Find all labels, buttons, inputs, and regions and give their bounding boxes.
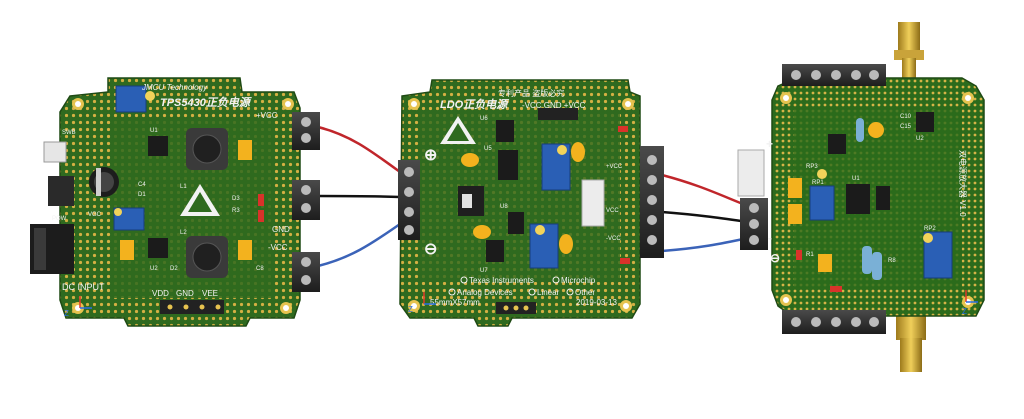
right-rp3: RP3: [806, 164, 818, 170]
mid-u5: U5: [484, 146, 492, 152]
right-u1: U1: [852, 176, 860, 182]
mid-vcc-gnd: VCC: [606, 208, 619, 214]
right-rp1: RP1: [812, 180, 824, 186]
right-rp2: RP2: [924, 226, 936, 232]
right-r1: R1: [806, 252, 814, 258]
wire-left-blue: [317, 222, 401, 268]
left-d3: D3: [232, 196, 240, 202]
left-swb: SWB: [62, 130, 76, 136]
mid-minus-vcc: -VCC: [606, 236, 621, 242]
mid-subtitle: 专利产品 盗版必究: [498, 88, 564, 98]
left-c8: C8: [256, 266, 264, 272]
right-minus-sign: -: [768, 231, 772, 245]
left-d1: D1: [138, 192, 146, 198]
wire-left-black: [317, 194, 401, 199]
right-axis-z: Z: [962, 307, 967, 316]
left-d2: D2: [170, 266, 178, 272]
left-l1: L1: [180, 184, 187, 190]
wires: [317, 125, 749, 268]
left-minus-vcc: -VCC: [268, 243, 288, 252]
mid-vendor-other: Other: [575, 288, 595, 297]
left-pow: POW: [52, 216, 67, 222]
mid-vendor-ti: Texas Instruments: [469, 276, 534, 285]
left-vdd: VDD: [152, 289, 169, 298]
right-u2: U2: [916, 136, 924, 142]
mid-title: LDO正负电源: [440, 98, 509, 111]
mid-u7: U7: [480, 268, 488, 274]
mid-date: 2019-03-13: [576, 298, 617, 307]
right-plus-sign: +: [766, 137, 773, 151]
right-c15: C15: [900, 124, 912, 130]
right-board: 双电源放大器 V1.0 + - ⊖ U1 U2 R1 R8 C10 C15 RP…: [737, 22, 985, 372]
right-ground-sign: ⊖: [770, 251, 780, 265]
left-l2: L2: [180, 230, 187, 236]
mid-vendor-mc: Microchip: [561, 276, 596, 285]
left-r3: R3: [232, 208, 240, 214]
mid-plus-vcc: +VCC: [606, 164, 623, 170]
right-r8: R8: [888, 258, 896, 264]
middle-board: LDO正负电源 专利产品 盗版必究 -VCC GND +VCC ⊕ ⊖ +VCC…: [398, 79, 664, 327]
left-plus-vcc: +VCC: [256, 111, 278, 120]
right-side-text: 双电源放大器 V1.0: [958, 150, 968, 217]
left-vgc: VGC: [88, 212, 102, 218]
wire-left-red: [317, 125, 401, 174]
left-gnd2: GND: [176, 289, 194, 298]
right-c10: C10: [900, 114, 912, 120]
left-gnd: GND: [272, 225, 290, 234]
left-brand: JMCU Technology: [141, 83, 208, 92]
wire-right-red: [661, 173, 749, 208]
left-u2: U2: [150, 266, 158, 272]
mid-axis-z: Z: [408, 305, 413, 314]
mid-size: 55mmX57mm: [430, 298, 480, 307]
mid-vendor-lin: Linear: [537, 288, 560, 297]
left-u1: U1: [150, 128, 158, 134]
left-axis-z: Z: [64, 309, 69, 318]
left-vee: VEE: [202, 289, 218, 298]
mid-minus-sign: ⊖: [424, 241, 437, 258]
mid-u8: U8: [500, 204, 508, 210]
mid-plus-sign: ⊕: [424, 147, 437, 164]
left-dc-input: DC INPUT: [62, 282, 105, 292]
left-board: JMCU Technology TPS5430正负电源 +VCC GND -VC…: [30, 77, 320, 327]
left-title: TPS5430正负电源: [160, 96, 252, 109]
wire-right-blue: [661, 236, 749, 253]
mid-vendor-ad: Analog Devices: [457, 288, 513, 297]
mid-top-labels: -VCC GND +VCC: [522, 101, 586, 110]
wire-right-black: [661, 210, 749, 224]
mid-u6: U6: [480, 116, 488, 122]
left-c4: C4: [138, 182, 146, 188]
